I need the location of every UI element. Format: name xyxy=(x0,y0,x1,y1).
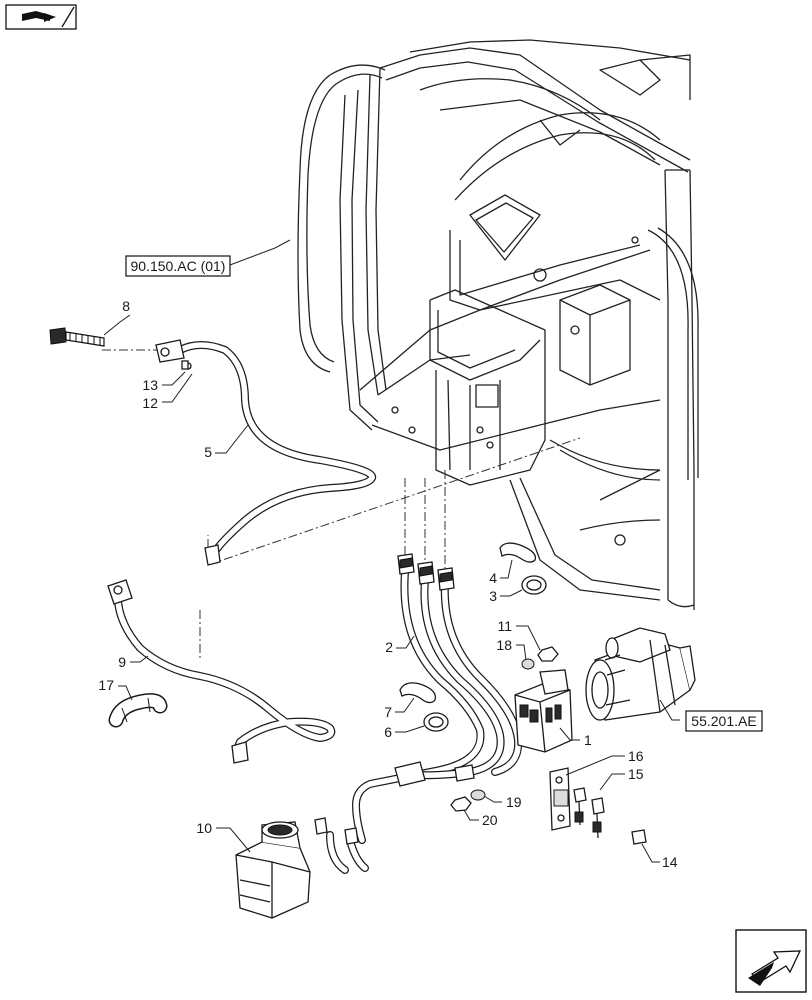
callout-8: 8 xyxy=(122,298,130,314)
reservoir-10 xyxy=(235,821,311,919)
callout-9: 9 xyxy=(118,654,126,670)
battery-cable-5 xyxy=(155,339,376,566)
callout-11: 11 xyxy=(497,618,512,634)
book-arrow-icon[interactable] xyxy=(5,4,77,30)
callout-16: 16 xyxy=(628,748,644,764)
callout-14: 14 xyxy=(662,854,678,870)
callout-4: 4 xyxy=(489,570,497,586)
callout-20: 20 xyxy=(482,812,498,828)
callout-10: 10 xyxy=(196,820,212,836)
clamp-7 xyxy=(399,682,437,704)
callout-6: 6 xyxy=(384,724,392,740)
washer-18 xyxy=(521,658,535,670)
fuse-holder-1 xyxy=(514,669,573,753)
fuses-15 xyxy=(573,787,605,839)
callout-15: 15 xyxy=(628,766,644,782)
cab-reference-text: 90.150.AC (01) xyxy=(131,258,226,274)
callout-1: 1 xyxy=(584,732,592,748)
callout-2: 2 xyxy=(385,639,393,655)
bolt-8 xyxy=(49,327,105,347)
nut-11 xyxy=(537,646,559,662)
callout-5: 5 xyxy=(204,444,212,460)
cab-frame xyxy=(297,39,699,610)
callout-19: 19 xyxy=(506,794,522,810)
hose-17 xyxy=(108,693,168,728)
ring-6 xyxy=(423,712,449,732)
callout-17: 17 xyxy=(98,677,114,693)
callout-12: 12 xyxy=(142,395,158,411)
cab-reference-box[interactable]: 90.150.AC (01) xyxy=(125,255,231,277)
next-page-arrow-icon[interactable] xyxy=(735,929,807,993)
routing-dashes xyxy=(102,349,581,660)
ring-3 xyxy=(521,575,547,595)
callout-18: 18 xyxy=(496,637,512,653)
clip-12-13 xyxy=(181,360,192,370)
clamp-4 xyxy=(499,542,537,563)
bracket-16 xyxy=(549,767,571,831)
callout-7: 7 xyxy=(384,704,392,720)
callout-13: 13 xyxy=(142,377,158,393)
washer-19 xyxy=(470,789,486,801)
starter-reference-text: 55.201.AE xyxy=(691,713,756,729)
leader-lines xyxy=(103,239,680,863)
starter-motor xyxy=(585,627,696,721)
starter-reference-box[interactable]: 55.201.AE xyxy=(685,710,763,732)
harness-2 xyxy=(314,553,523,874)
battery-cable-9 xyxy=(107,579,336,764)
callout-3: 3 xyxy=(489,588,497,604)
nut-20 xyxy=(450,796,472,812)
clip-14 xyxy=(631,829,647,845)
callout-labels: 8 13 12 5 4 3 2 11 18 9 17 7 6 1 16 15 1… xyxy=(98,298,677,870)
